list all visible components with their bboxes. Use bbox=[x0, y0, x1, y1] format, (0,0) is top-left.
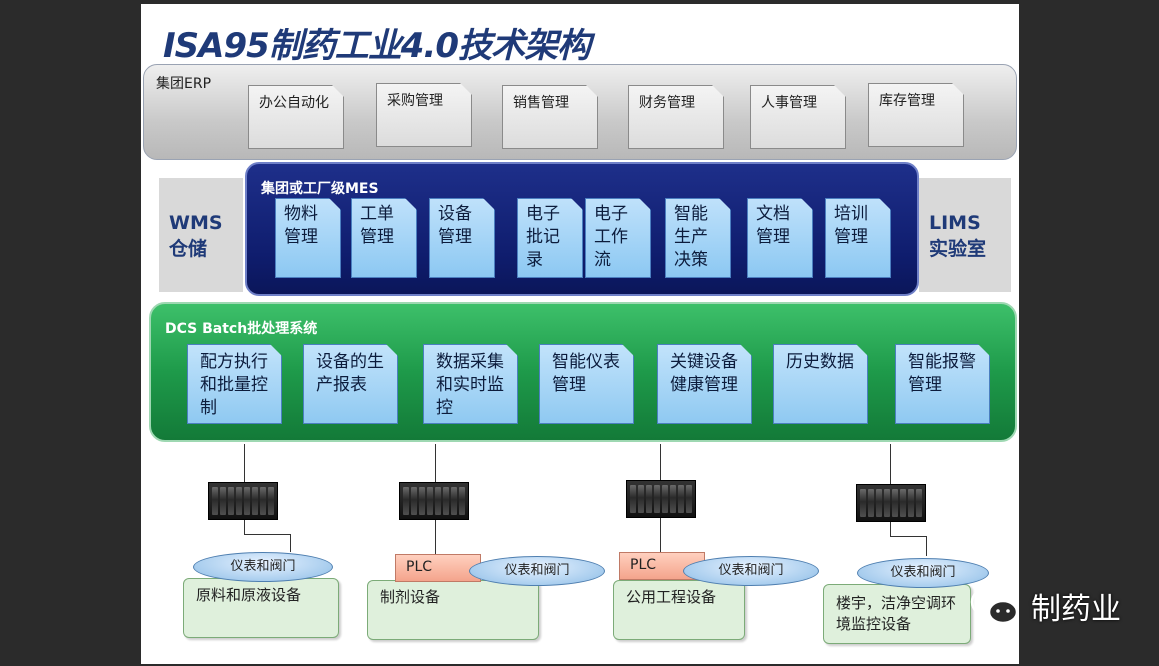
connector-line bbox=[244, 444, 245, 482]
lims-title: LIMS bbox=[929, 212, 981, 234]
connector-line bbox=[435, 444, 436, 482]
mes-module-eworkflow: 电子工作流 bbox=[585, 198, 651, 278]
erp-module-purchasing: 采购管理 bbox=[376, 83, 472, 147]
valve-badge: 仪表和阀门 bbox=[193, 552, 333, 582]
valve-badge: 仪表和阀门 bbox=[683, 556, 819, 586]
watermark-text: 制药业 bbox=[1031, 592, 1121, 627]
controller-rack-icon bbox=[856, 484, 926, 522]
connector-line bbox=[890, 522, 891, 536]
dcs-module-history: 历史数据 bbox=[773, 344, 868, 424]
dcs-module-instrument: 智能仪表管理 bbox=[539, 344, 634, 424]
lims-subtitle: 实验室 bbox=[929, 238, 987, 260]
dcs-module-recipe: 配方执行和批量控制 bbox=[187, 344, 282, 424]
dcs-module-report: 设备的生产报表 bbox=[303, 344, 398, 424]
connector-line bbox=[660, 518, 661, 552]
equipment-formulation: 制剂设备 bbox=[367, 580, 539, 640]
erp-module-office: 办公自动化 bbox=[248, 85, 344, 149]
equipment-building-hvac: 楼宇，洁净空调环境监控设备 bbox=[823, 584, 971, 644]
wms-title: WMS bbox=[169, 212, 223, 234]
mes-module-decision: 智能生产决策 bbox=[665, 198, 731, 278]
mes-module-workorder: 工单管理 bbox=[351, 198, 417, 278]
mes-label: 集团或工厂级MES bbox=[261, 181, 379, 197]
controller-rack-icon bbox=[626, 480, 696, 518]
erp-module-hr: 人事管理 bbox=[750, 85, 846, 149]
erp-label: 集团ERP bbox=[156, 76, 212, 92]
dcs-module-alarm: 智能报警管理 bbox=[895, 344, 990, 424]
mes-module-material: 物料管理 bbox=[275, 198, 341, 278]
slide: ISA95制药工业4.0技术架构 集团ERP 办公自动化 采购管理 销售管理 财… bbox=[141, 4, 1019, 664]
controller-rack-icon bbox=[208, 482, 278, 520]
mes-module-document: 文档管理 bbox=[747, 198, 813, 278]
connector-line bbox=[435, 520, 436, 554]
connector-line bbox=[244, 534, 290, 535]
lims-box: LIMS 实验室 bbox=[919, 178, 1011, 292]
equipment-utilities: 公用工程设备 bbox=[613, 580, 745, 640]
equipment-raw-material: 原料和原液设备 bbox=[183, 578, 339, 638]
watermark: 制药业 bbox=[969, 584, 1121, 628]
dcs-layer: DCS Batch批处理系统 配方执行和批量控制 设备的生产报表 数据采集和实时… bbox=[149, 302, 1017, 442]
mes-module-equipment: 设备管理 bbox=[429, 198, 495, 278]
wms-subtitle: 仓储 bbox=[169, 238, 208, 260]
mes-module-ebr: 电子批记录 bbox=[517, 198, 583, 278]
plc-badge: PLC bbox=[395, 554, 481, 582]
connector-line bbox=[244, 520, 245, 534]
valve-badge: 仪表和阀门 bbox=[469, 556, 605, 586]
wechat-icon bbox=[970, 586, 1019, 625]
connector-line bbox=[290, 534, 291, 552]
page-title: ISA95制药工业4.0技术架构 bbox=[163, 26, 591, 66]
connector-line bbox=[660, 444, 661, 482]
erp-layer: 集团ERP 办公自动化 采购管理 销售管理 财务管理 人事管理 库存管理 bbox=[143, 64, 1017, 160]
mes-module-training: 培训管理 bbox=[825, 198, 891, 278]
erp-module-inventory: 库存管理 bbox=[868, 83, 964, 147]
controller-rack-icon bbox=[399, 482, 469, 520]
wms-box: WMS 仓储 bbox=[159, 178, 243, 292]
connector-line bbox=[890, 536, 926, 537]
dcs-module-data-acquisition: 数据采集和实时监控 bbox=[423, 344, 518, 424]
dcs-module-health: 关键设备健康管理 bbox=[657, 344, 752, 424]
connector-line bbox=[926, 536, 927, 556]
dcs-label: DCS Batch批处理系统 bbox=[165, 321, 318, 337]
valve-badge: 仪表和阀门 bbox=[857, 558, 989, 588]
erp-module-sales: 销售管理 bbox=[502, 85, 598, 149]
connector-line bbox=[890, 444, 891, 486]
mes-layer: 集团或工厂级MES 物料管理 工单管理 设备管理 电子批记录 电子工作流 智能生… bbox=[245, 162, 919, 296]
erp-module-finance: 财务管理 bbox=[628, 85, 724, 149]
